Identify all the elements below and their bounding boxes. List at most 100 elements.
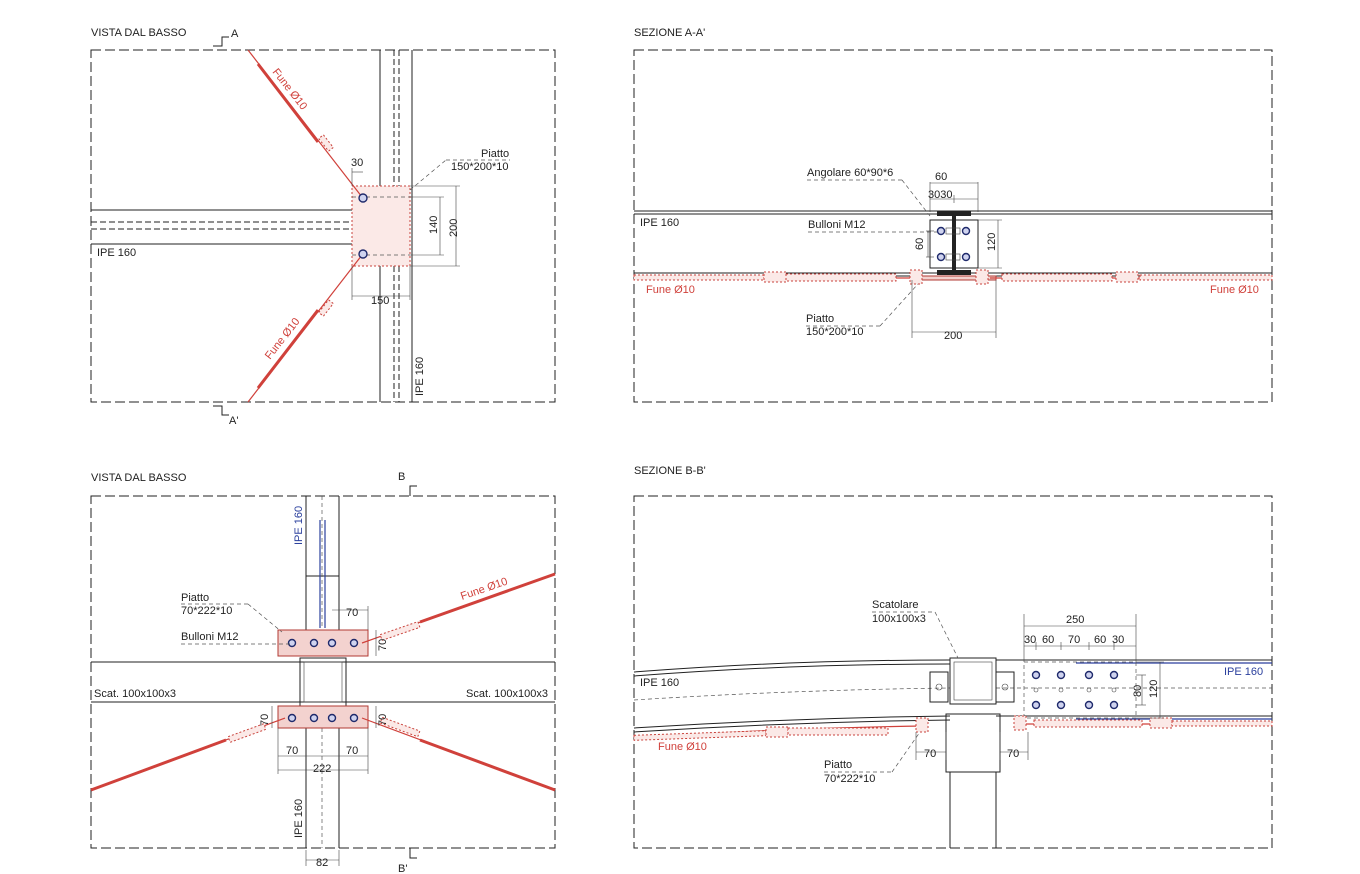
cut-marker-a-prime: A' bbox=[213, 405, 238, 427]
dimension-text: 60 bbox=[1094, 634, 1106, 646]
bolt bbox=[936, 226, 946, 236]
dimension-text: 30 bbox=[1112, 634, 1124, 646]
panel-title: VISTA DAL BASSO bbox=[91, 472, 187, 484]
callout-label: Piatto bbox=[806, 313, 834, 325]
bolt bbox=[961, 252, 971, 262]
dimension-text: 70 bbox=[377, 639, 389, 651]
cut-label: A bbox=[231, 28, 239, 40]
plate-lower bbox=[277, 705, 369, 729]
beam-label: IPE 160 bbox=[640, 677, 679, 689]
dimension-text: 30 bbox=[351, 157, 363, 169]
box-section-horizontal: Scat. 100x100x3 Scat. 100x100x3 bbox=[91, 661, 555, 703]
bolt bbox=[358, 249, 368, 259]
beam-label: IPE 160 bbox=[97, 247, 136, 259]
dimension-70-top: 70 bbox=[332, 606, 369, 630]
dimension-text: 30 bbox=[1024, 634, 1036, 646]
callout-label: Bulloni M12 bbox=[808, 219, 865, 231]
dimension-200: 200 bbox=[410, 185, 460, 267]
box-label: Scat. 100x100x3 bbox=[94, 688, 176, 700]
cable-lower-left bbox=[90, 717, 286, 792]
beam-left-curved: IPE 160 bbox=[633, 659, 951, 733]
dimension-text: 200 bbox=[944, 330, 962, 342]
bolt bbox=[309, 713, 319, 723]
bolt bbox=[349, 713, 359, 723]
dimension-text: 120 bbox=[1148, 680, 1160, 698]
callout-label: Piatto bbox=[824, 759, 852, 771]
dimension-70-right: 70 bbox=[999, 732, 1029, 760]
dimension-60-top: 60 bbox=[929, 171, 979, 212]
dimension-70-right-upper: 70 bbox=[375, 630, 389, 656]
bolt bbox=[349, 638, 359, 648]
cut-label: B' bbox=[398, 863, 407, 874]
dimension-text: 60 bbox=[914, 238, 926, 250]
cable-upper: Fune Ø10 bbox=[247, 49, 363, 198]
dimension-text: 70 bbox=[377, 714, 389, 726]
cable-right bbox=[1013, 715, 1273, 731]
beam-label: IPE 160 bbox=[1224, 666, 1263, 678]
callout-label: Piatto bbox=[481, 148, 509, 160]
dimension-30: 30 bbox=[351, 157, 363, 186]
beam-right: IPE 160 bbox=[996, 659, 1272, 720]
box-label: Scat. 100x100x3 bbox=[466, 688, 548, 700]
callout-plate: Piatto 150*200*10 bbox=[806, 283, 919, 338]
dimension-70-left-lower: 70 bbox=[259, 706, 273, 728]
callout-label: Scatolare bbox=[872, 599, 918, 611]
center-box bbox=[299, 657, 347, 707]
i-section bbox=[937, 211, 971, 275]
dimension-text: 3030 bbox=[928, 189, 952, 201]
dimension-120: 120 bbox=[1136, 661, 1164, 719]
bolt bbox=[1056, 670, 1066, 680]
dimension-text: 80 bbox=[1132, 685, 1144, 697]
dimension-text: 70 bbox=[1007, 748, 1019, 760]
dimension-250: 250 bbox=[1023, 614, 1137, 662]
callout-size: 70*222*10 bbox=[824, 773, 875, 785]
bolt-plate bbox=[1023, 661, 1137, 719]
dimension-150: 150 bbox=[351, 266, 411, 307]
bolt bbox=[1084, 700, 1094, 710]
dimension-text: 60 bbox=[935, 171, 947, 183]
cut-label: A' bbox=[229, 415, 238, 427]
dimension-text: 70 bbox=[346, 607, 358, 619]
dimension-text: 70 bbox=[1068, 634, 1080, 646]
dimension-140: 140 bbox=[410, 196, 444, 256]
cut-marker-b: B bbox=[398, 471, 417, 496]
dimension-text: 250 bbox=[1066, 614, 1084, 626]
bolt bbox=[936, 252, 946, 262]
panel-title: VISTA DAL BASSO bbox=[91, 27, 187, 39]
dimension-200: 200 bbox=[911, 280, 997, 342]
dimension-bolt-chain: 30 60 70 60 30 bbox=[1024, 634, 1136, 650]
dimension-text: 222 bbox=[313, 763, 331, 775]
bolt bbox=[358, 193, 368, 203]
bolt bbox=[309, 638, 319, 648]
dimension-text: 70 bbox=[346, 745, 358, 757]
callout-plate: Piatto 70*222*10 bbox=[824, 731, 921, 785]
bolt bbox=[327, 638, 337, 648]
callout-plate: Piatto 150*200*10 bbox=[409, 148, 510, 191]
beam-ipe-top: IPE 160 bbox=[293, 496, 340, 630]
callout-size: 100x100x3 bbox=[872, 613, 926, 625]
bolt bbox=[1109, 700, 1119, 710]
dimension-82: 82 bbox=[305, 850, 340, 869]
dimension-text: 60 bbox=[1042, 634, 1054, 646]
bolt bbox=[327, 713, 337, 723]
callout-size: 150*200*10 bbox=[451, 161, 509, 173]
cable-right: Fune Ø10 bbox=[975, 269, 1273, 296]
callout-size: 70*222*10 bbox=[181, 605, 232, 617]
beam-label: IPE 160 bbox=[640, 217, 679, 229]
bolt bbox=[1084, 670, 1094, 680]
dimension-text: 200 bbox=[448, 219, 460, 237]
cut-label: B bbox=[398, 471, 405, 483]
panel-title: SEZIONE A-A' bbox=[634, 27, 705, 39]
dimension-120: 120 bbox=[978, 219, 1002, 269]
bolt bbox=[961, 226, 971, 236]
dimension-80: 80 bbox=[1132, 674, 1146, 706]
callout-label: Bulloni M12 bbox=[181, 631, 238, 643]
callout-bolts: Bulloni M12 bbox=[808, 219, 937, 233]
dimension-60-side: 60 bbox=[914, 230, 934, 258]
panel-frame bbox=[90, 495, 556, 849]
panel-frame bbox=[90, 49, 556, 403]
callout-box: Scatolare 100x100x3 bbox=[872, 599, 959, 659]
callout-angle: Angolare 60*90*6 bbox=[807, 167, 931, 217]
panel-frame bbox=[633, 495, 1273, 849]
